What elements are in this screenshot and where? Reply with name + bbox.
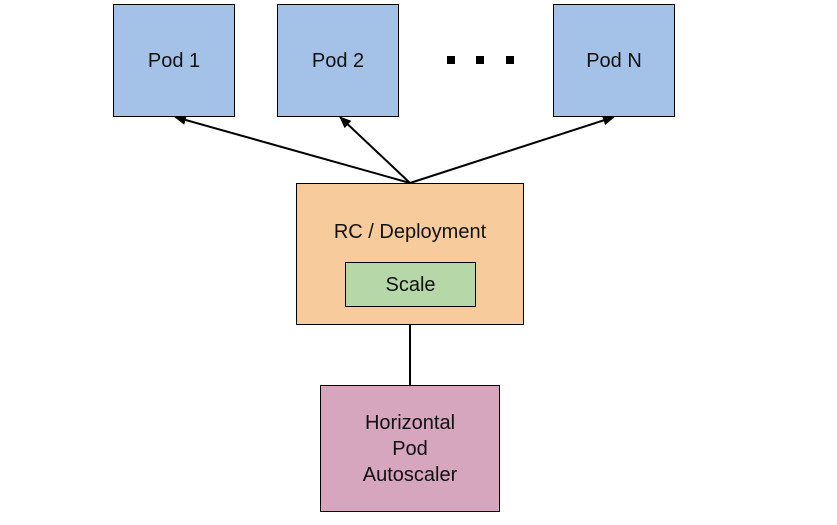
- pod-2-box: Pod 2: [277, 4, 399, 117]
- scale-box: Scale: [345, 262, 476, 307]
- ellipsis-dot: [447, 56, 455, 64]
- hpa-label-line: Autoscaler: [362, 463, 458, 486]
- pod-n-label: Pod N: [586, 49, 642, 72]
- hpa-label-line: Pod: [392, 437, 428, 460]
- ellipsis-dot: [506, 56, 514, 64]
- arrow-to-pod-2: [339, 116, 411, 184]
- hpa-label-line: Horizontal: [364, 411, 456, 434]
- ellipsis-dot: [476, 56, 484, 64]
- scale-label: Scale: [385, 273, 436, 296]
- pod-1-box: Pod 1: [113, 4, 235, 117]
- arrow-to-pod-n: [409, 115, 615, 184]
- horizontal-pod-autoscaler-box: Horizontal Pod Autoscaler: [320, 385, 500, 512]
- ellipsis: [447, 56, 517, 66]
- pod-n-box: Pod N: [553, 4, 675, 117]
- pod-2-label: Pod 2: [311, 49, 365, 72]
- pod-1-label: Pod 1: [147, 49, 201, 72]
- arrow-to-pod-1: [174, 115, 411, 184]
- rc-deployment-label: RC / Deployment: [333, 221, 487, 243]
